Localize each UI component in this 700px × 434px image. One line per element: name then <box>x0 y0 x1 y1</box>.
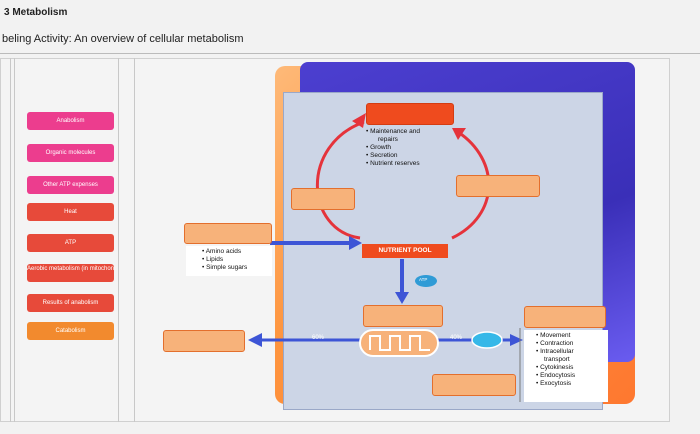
drop-zone-activities[interactable] <box>524 306 606 328</box>
arrowhead-cycle-top <box>352 113 366 128</box>
drop-zone-heat[interactable] <box>163 330 245 352</box>
drop-zone-bottom[interactable] <box>432 374 516 396</box>
arrowhead-heat <box>248 333 262 347</box>
atp-badge-label: ATP <box>419 277 428 282</box>
atp-badge-small <box>415 275 437 287</box>
arrow-cycle-left <box>316 120 365 240</box>
activity-list: • Movement • Contraction • Intracellular… <box>524 330 608 402</box>
grid-line <box>134 58 135 422</box>
arrowhead-down <box>395 292 409 304</box>
grid-line <box>10 58 11 422</box>
label-catabolism[interactable]: Catabolism <box>27 322 114 340</box>
drop-zone-right-mid[interactable] <box>456 175 540 197</box>
label-atp[interactable]: ATP <box>27 234 114 252</box>
page-title: 3 Metabolism <box>4 7 68 18</box>
arrowhead-activities <box>510 334 523 346</box>
label-results-of-anabolism[interactable]: Results of anabolism <box>27 294 114 312</box>
drop-zone-mitochondria[interactable] <box>363 305 443 327</box>
label-aerobic-metabolism[interactable]: Aerobic metabolism (in mitochondria) <box>27 264 114 282</box>
drop-zone-nutrients[interactable] <box>184 223 272 244</box>
arrowhead-cycle-right <box>452 128 466 140</box>
label-other-atp-expenses[interactable]: Other ATP expenses <box>27 176 114 194</box>
header-divider <box>0 53 700 54</box>
nutrient-list: • Amino acids • Lipids • Simple sugars <box>186 246 272 276</box>
label-organic-molecules[interactable]: Organic molecules <box>27 144 114 162</box>
mitochondrion-cristae <box>369 335 430 351</box>
arrowhead-pool <box>349 236 362 250</box>
nutrient-pool: NUTRIENT POOL <box>362 244 448 258</box>
grid-line <box>14 58 15 422</box>
drop-zone-top[interactable] <box>366 103 454 125</box>
label-anabolism[interactable]: Anabolism <box>27 112 114 130</box>
percent-left: 60% <box>312 335 325 341</box>
activity-subtitle: beling Activity: An overview of cellular… <box>2 33 244 45</box>
label-heat[interactable]: Heat <box>27 203 114 221</box>
grid-line <box>118 58 119 422</box>
drop-zone-left-mid[interactable] <box>291 188 355 210</box>
percent-right: 40% <box>450 335 463 341</box>
maintenance-list: • Maintenance and repairs • Growth • Sec… <box>366 128 420 167</box>
atp-badge-large <box>471 331 503 349</box>
